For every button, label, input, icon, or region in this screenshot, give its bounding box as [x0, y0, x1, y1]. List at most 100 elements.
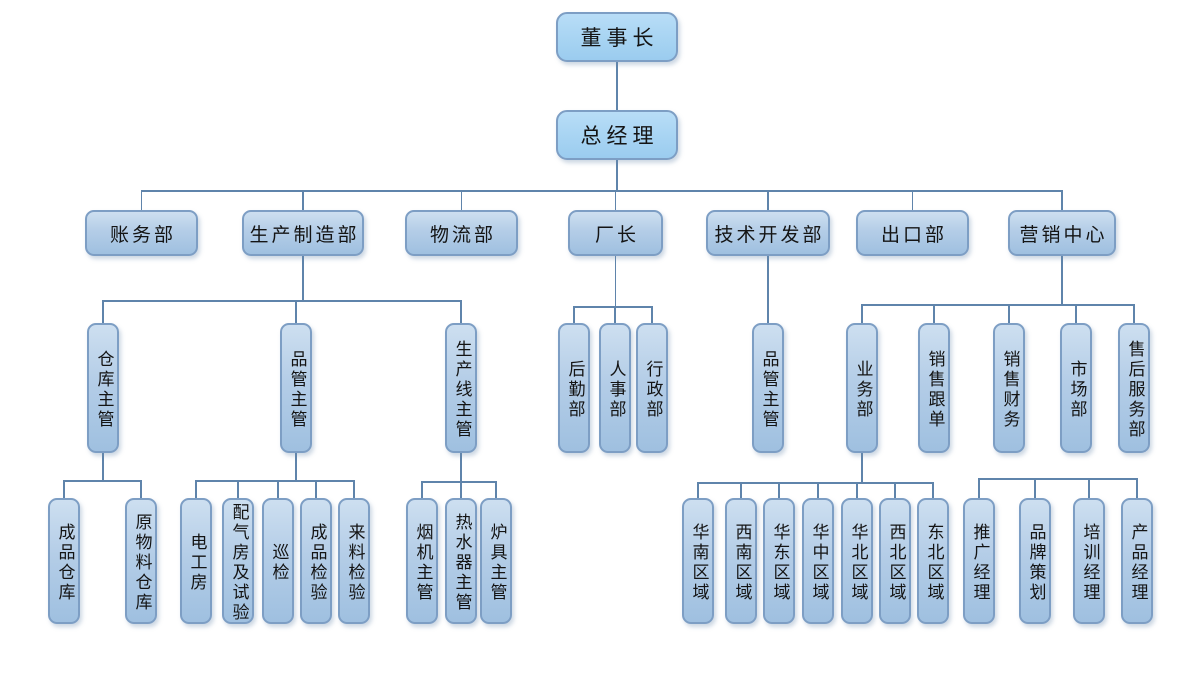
connector-stub: [817, 482, 819, 498]
org-node-label: 业务部: [852, 359, 873, 420]
org-node-label: 推广经理: [969, 522, 990, 603]
org-node-patrol-inspection: 巡检: [262, 498, 294, 624]
org-node-chairman: 董事长: [556, 12, 678, 62]
org-node-general-manager: 总经理: [556, 110, 678, 160]
connector-bus: [195, 480, 355, 482]
org-node-qc-supervisor-tech: 品管主管: [752, 323, 784, 453]
connector-stem: [102, 453, 104, 480]
org-node-southwest-region: 西南区域: [725, 498, 757, 624]
connector-stem: [460, 453, 462, 481]
org-node-export-dept: 出口部: [856, 210, 969, 256]
org-node-label: 培训经理: [1079, 522, 1100, 603]
org-node-label: 原物料仓库: [131, 512, 152, 613]
org-node-gas-room-testing: 配气房及试验: [222, 498, 254, 624]
connector-stub: [767, 190, 769, 210]
connector-stub: [740, 482, 742, 498]
connector-stub: [102, 300, 104, 323]
org-node-marketing-center: 营销中心: [1008, 210, 1116, 256]
org-node-label: 生产制造部: [249, 223, 360, 246]
connector-stub: [933, 304, 935, 323]
connector-stub: [1075, 304, 1077, 323]
connector-stub: [856, 482, 858, 498]
org-node-range-hood-supervisor: 烟机主管: [406, 498, 438, 624]
org-node-label: 华中区域: [808, 522, 829, 603]
org-node-incoming-inspection: 来料检验: [338, 498, 370, 624]
connector-stub: [140, 190, 143, 210]
org-node-northwest-region: 西北区域: [879, 498, 911, 624]
connector-stem: [616, 62, 618, 86]
connector-stub: [978, 478, 980, 498]
org-node-label: 营销中心: [1019, 223, 1108, 246]
connector-stub: [1133, 304, 1135, 323]
org-node-label: 东北区域: [923, 522, 944, 603]
connector-stub: [573, 306, 575, 323]
connector-stub: [302, 190, 304, 210]
org-node-label: 热水器主管: [451, 512, 472, 613]
org-node-label: 电工房: [186, 532, 207, 593]
connector-stub: [353, 480, 355, 498]
connector-stem: [302, 256, 304, 300]
org-node-production-dept: 生产制造部: [242, 210, 364, 256]
connector-stub: [894, 482, 896, 498]
org-node-label: 品牌策划: [1025, 522, 1046, 603]
org-node-label: 品管主管: [758, 349, 779, 430]
org-node-label: 厂长: [594, 223, 639, 246]
org-node-label: 行政部: [642, 359, 663, 420]
connector-stub: [315, 480, 317, 498]
connector-stub: [277, 480, 279, 498]
connector-bus: [140, 190, 1063, 192]
connector-stub: [460, 190, 463, 210]
connector-stub: [1008, 304, 1010, 323]
org-node-label: 账务部: [109, 223, 176, 246]
connector-bus: [421, 481, 497, 483]
connector-bus: [102, 300, 462, 302]
connector-stub: [861, 304, 863, 323]
org-node-northeast-region: 东北区域: [917, 498, 949, 624]
org-node-north-china-region: 华北区域: [841, 498, 873, 624]
org-node-label: 成品仓库: [54, 522, 75, 603]
org-node-label: 品管主管: [286, 349, 307, 430]
org-node-business-dept: 业务部: [846, 323, 878, 453]
connector-bus: [978, 478, 1138, 480]
org-node-south-china-region: 华南区域: [682, 498, 714, 624]
connector-stub: [1061, 190, 1063, 210]
org-node-brand-planning: 品牌策划: [1019, 498, 1051, 624]
connector-stub: [1088, 478, 1090, 498]
org-node-finished-inspection: 成品检验: [300, 498, 332, 624]
connector-stub: [195, 480, 197, 498]
org-node-label: 华东区域: [769, 522, 790, 603]
org-node-after-sales-dept: 售后服务部: [1118, 323, 1150, 453]
connector-stub: [63, 480, 65, 498]
connector-stub: [778, 482, 780, 498]
org-node-backoffice-dept: 后勤部: [558, 323, 590, 453]
org-node-label: 出口部: [880, 223, 947, 246]
org-node-label: 来料检验: [344, 522, 365, 603]
org-node-production-line-supervisor: 生产线主管: [445, 323, 477, 453]
org-node-central-china-region: 华中区域: [802, 498, 834, 624]
connector-stem: [861, 453, 863, 482]
org-node-product-manager: 产品经理: [1121, 498, 1153, 624]
org-node-label: 技术开发部: [714, 223, 825, 246]
connector-stub: [421, 481, 423, 498]
connector-bus: [861, 304, 1135, 306]
org-node-factory-director: 厂长: [568, 210, 663, 256]
org-node-label: 成品检验: [306, 522, 327, 603]
org-node-promotion-manager: 推广经理: [963, 498, 995, 624]
org-node-label: 华北区域: [847, 522, 868, 603]
connector-stub: [495, 481, 497, 498]
connector-stem: [614, 256, 617, 306]
org-node-label: 炉具主管: [486, 522, 507, 603]
connector-bus: [573, 306, 653, 308]
org-node-label: 物流部: [429, 223, 496, 246]
org-node-sales-follow-up: 销售跟单: [918, 323, 950, 453]
org-node-label: 生产线主管: [451, 339, 472, 440]
connector-bus: [63, 480, 142, 482]
org-node-admin-dept: 行政部: [636, 323, 668, 453]
connector-stub: [237, 480, 239, 498]
org-node-raw-material-warehouse: 原物料仓库: [125, 498, 157, 624]
org-node-label: 销售财务: [999, 349, 1020, 430]
org-node-label: 人事部: [605, 359, 626, 420]
connector-stub: [614, 190, 617, 210]
org-node-label: 烟机主管: [412, 522, 433, 603]
org-node-training-manager: 培训经理: [1073, 498, 1105, 624]
